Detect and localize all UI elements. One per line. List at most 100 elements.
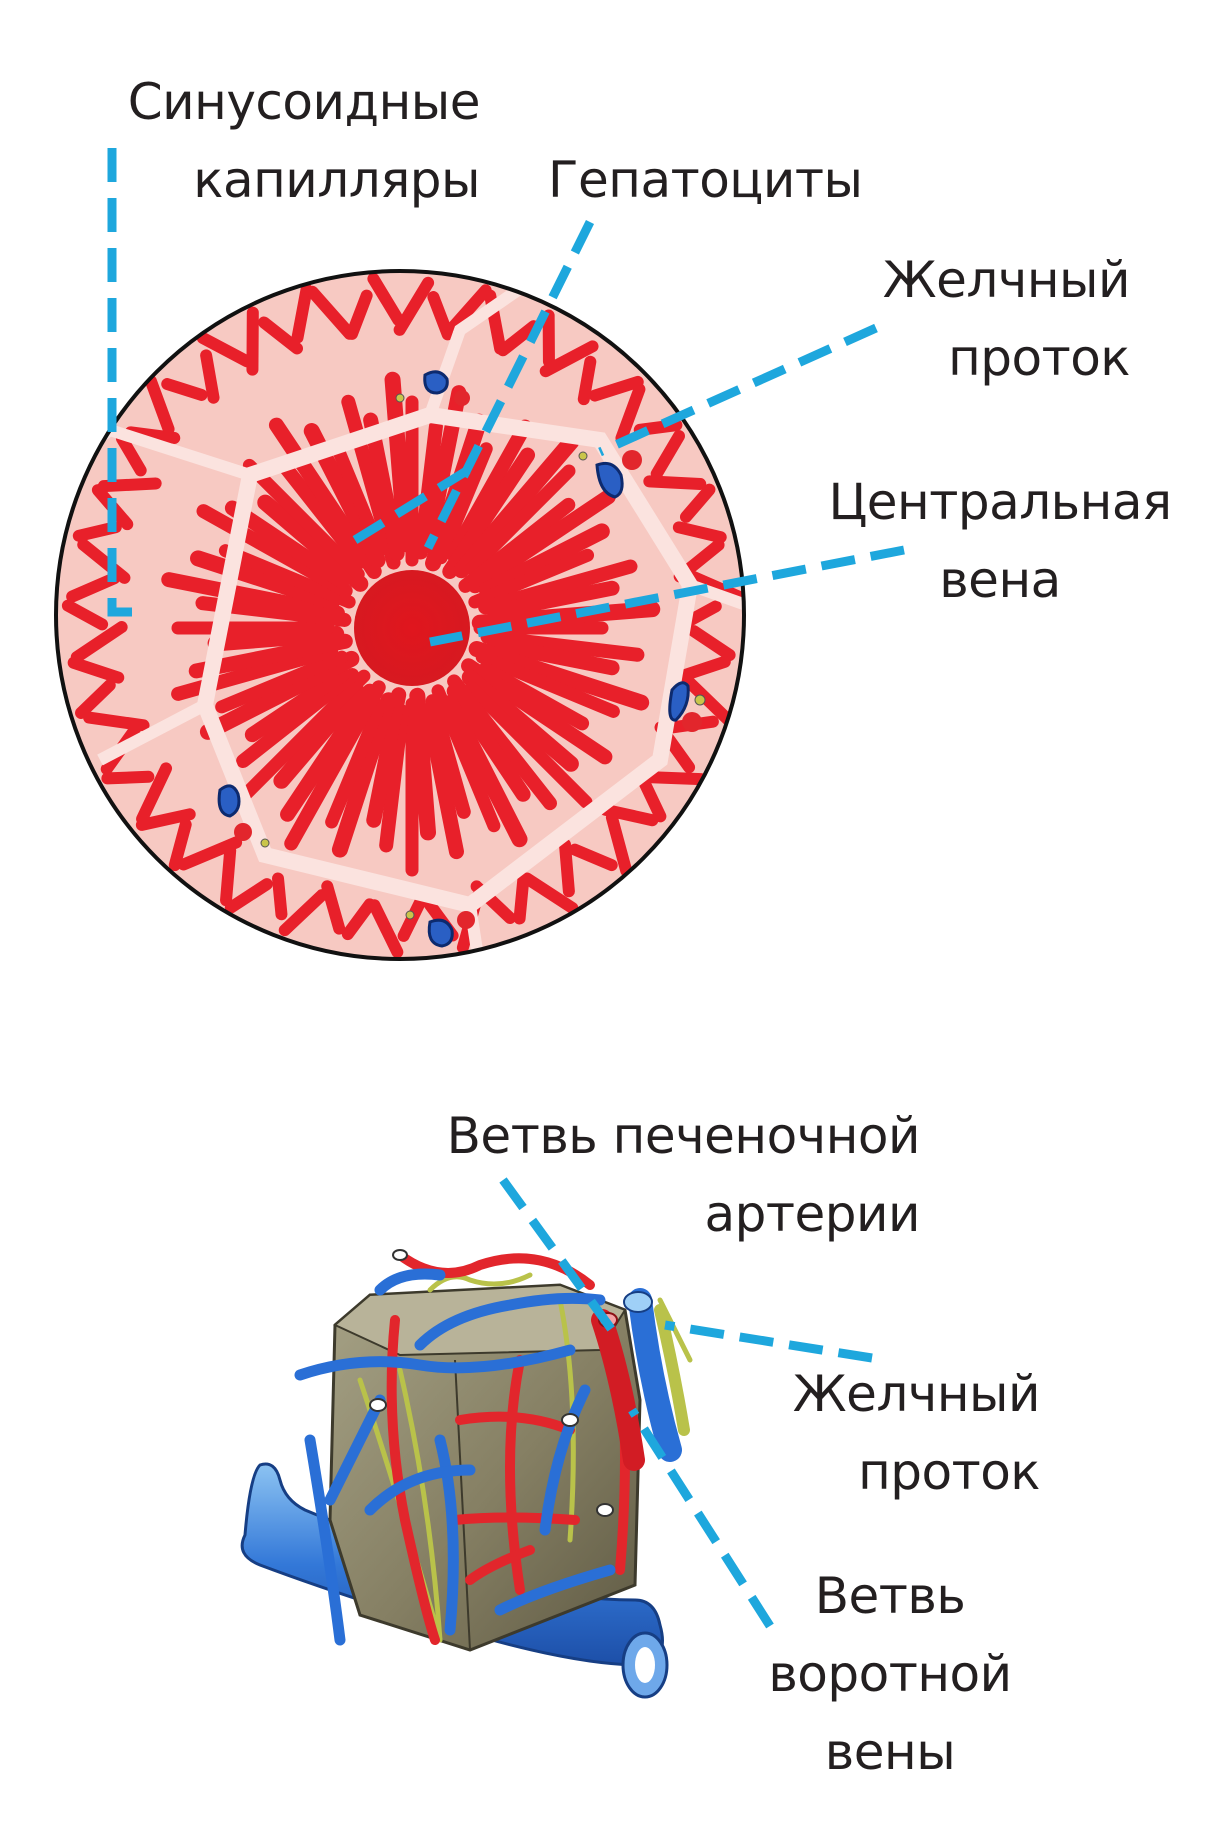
hepatocyte-cord — [442, 694, 528, 848]
portal-vein-lumen — [635, 1647, 655, 1683]
hepatocyte-cord — [558, 838, 575, 898]
hepatocyte-cords — [161, 371, 661, 877]
hepatocyte-cord — [363, 412, 405, 561]
label-hepatocytes: Гепатоциты — [548, 141, 863, 219]
hepatocyte-cord — [478, 559, 638, 615]
hepatocyte-cord — [650, 430, 686, 480]
hepatocyte-cord — [218, 544, 356, 609]
label-line: вена — [939, 551, 1061, 609]
label-line: Желчный — [792, 1365, 1041, 1423]
label-line: капилляры — [193, 151, 480, 209]
central-vein-shape — [354, 570, 470, 686]
portal-triad — [395, 370, 470, 406]
hepatocyte-cord — [215, 650, 349, 714]
hepatocyte-cord — [367, 272, 405, 326]
hepatocyte-cord — [464, 464, 576, 576]
label-line: Желчный — [882, 251, 1131, 309]
portal-triad — [405, 910, 475, 948]
label-line: Ветвь — [814, 1567, 966, 1625]
hepatocyte-cord — [420, 702, 464, 860]
hepatocyte-cord — [136, 762, 173, 825]
hepatic-artery-branch-shape — [591, 1309, 645, 1471]
hepatocyte-cord — [366, 687, 407, 828]
hepatocyte-cord — [321, 880, 346, 935]
hepatocyte-cord — [379, 704, 410, 853]
hepatocyte-cord — [384, 371, 414, 553]
label-hepatic-artery-branch: Ветвь печеночной артерии — [380, 1097, 921, 1253]
hepatocyte-cord — [681, 674, 734, 726]
leader-central-vein — [429, 545, 905, 647]
label-portal-vein-branch: Ветвь воротной вены — [740, 1557, 1040, 1791]
hepatocyte-cord — [672, 521, 727, 544]
hepatocyte-cord — [306, 285, 356, 340]
hepatocyte-cord — [83, 711, 150, 732]
hepatocyte-cord — [196, 504, 353, 598]
hepatocyte-cord — [615, 383, 646, 445]
hepatocyte-cord — [207, 625, 345, 652]
hepatocyte-cord — [144, 375, 175, 436]
portal-vein-branch-shape — [628, 1288, 682, 1462]
hepatocyte-cord — [448, 284, 492, 332]
bile-duct-shape — [654, 1304, 690, 1436]
leader-portal-vein-branch — [628, 1407, 774, 1629]
hepatocyte-cord — [272, 872, 288, 921]
hepatocyte-cord — [220, 844, 237, 907]
hepatocyte-cord — [478, 523, 610, 598]
hepatocyte-cord — [468, 641, 650, 711]
leader-hepatocytes-1 — [423, 219, 595, 551]
hepatocyte-cord — [461, 669, 579, 772]
label-sinusoid-capillaries: Синусоидные капилляры — [70, 63, 481, 219]
hepatocyte-cord — [478, 662, 590, 731]
portal-triad — [217, 784, 270, 848]
label-line: вены — [824, 1723, 956, 1781]
hepatocyte-cord — [442, 447, 536, 579]
label-line: Центральная — [828, 473, 1172, 531]
hepatocyte-cord — [475, 650, 620, 718]
hepatocyte-cord — [278, 889, 328, 937]
hepatocyte-cord — [446, 419, 532, 562]
label-line: проток — [858, 1443, 1040, 1501]
hepatocyte-cord — [679, 483, 716, 523]
hepatocyte-cord — [190, 550, 341, 611]
label-line: воротной — [768, 1645, 1012, 1703]
hepatocyte-cord — [468, 548, 595, 609]
hepatocyte-cord — [67, 656, 125, 684]
hepatocyte-cord — [446, 683, 531, 802]
hepatocyte-cord — [244, 667, 350, 743]
label-line: проток — [948, 329, 1130, 387]
hepatocyte-cord — [331, 692, 397, 858]
hepatocyte-cord — [431, 684, 501, 833]
venules — [294, 1268, 616, 1646]
hepatocyte-cord — [188, 633, 353, 679]
label-line: Гепатоциты — [548, 151, 863, 209]
hepatocyte-cord — [687, 625, 736, 662]
leader-sinusoid-capillaries — [107, 148, 140, 617]
hepatocyte-cord — [236, 668, 360, 769]
hepatocyte-cord — [257, 494, 369, 592]
hepatocyte-cord — [280, 683, 378, 822]
hepatocyte-cord — [413, 419, 443, 560]
hepatocyte-cord — [61, 599, 109, 631]
hepatocyte-cord — [464, 680, 593, 809]
label-bile-duct-top: Желчный проток — [780, 241, 1131, 397]
hepatocyte-cord — [161, 572, 345, 621]
hepatocyte-cord — [97, 477, 162, 493]
hepatocyte-cord — [453, 433, 580, 579]
hepatocyte-cord — [346, 289, 373, 340]
hepatocyte-cord — [539, 340, 599, 378]
lobule-cross-section — [54, 269, 746, 961]
label-line: Синусоидные — [127, 73, 481, 131]
hepatocyte-cord — [161, 378, 208, 401]
leader-hepatic-artery-branch — [499, 1177, 616, 1333]
hepatocyte-cord — [471, 601, 661, 631]
hepatocyte-cord — [427, 291, 454, 341]
hepatocyte-cord — [409, 687, 437, 841]
hepatocyte-cord — [434, 442, 493, 565]
hepatocyte-cord — [284, 680, 386, 851]
leader-bile-duct-top — [598, 323, 878, 457]
lobule-section-outline — [54, 269, 746, 961]
hepatocyte-cord — [639, 771, 707, 786]
hepatocyte-cord — [101, 770, 155, 785]
hepatocyte-cord — [393, 276, 435, 336]
